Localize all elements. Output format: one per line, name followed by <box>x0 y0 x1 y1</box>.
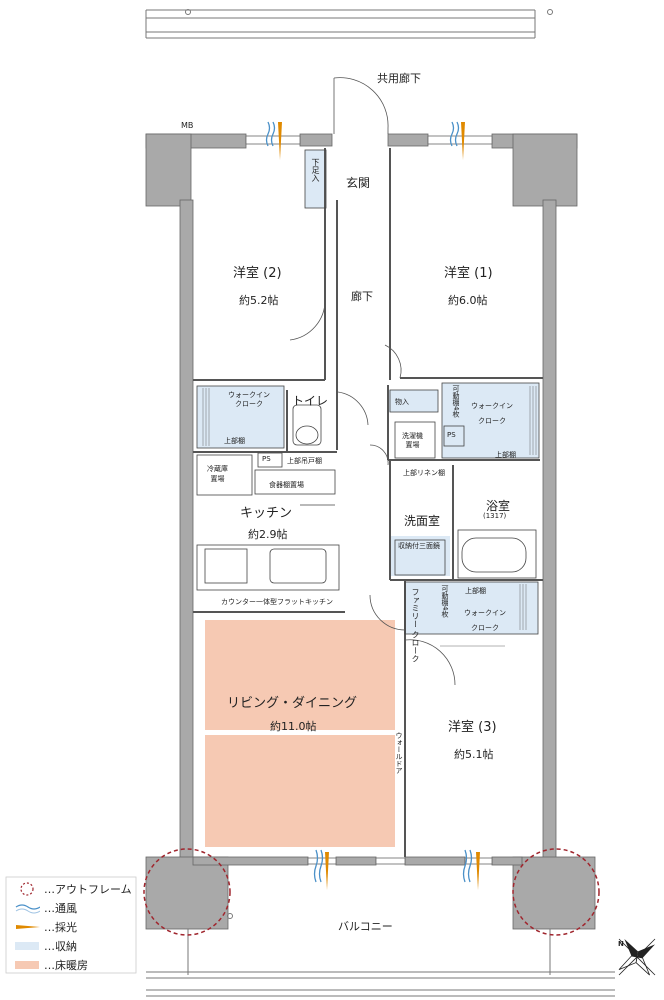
ps-a-label: PS <box>262 455 271 463</box>
upper-shelf-a-label: 上部棚 <box>224 437 245 445</box>
storage-areas <box>197 150 539 634</box>
bathroom-name: 浴室 <box>486 499 511 513</box>
legend-item-light: …採光 <box>14 919 77 935</box>
balcony-label: バルコニー <box>338 920 393 933</box>
living-dining-area: 約11.0帖 <box>270 720 317 733</box>
outframe-markers <box>143 848 600 936</box>
legend-text-storage: …収納 <box>44 940 77 953</box>
western-room-2-name: 洋室 (2) <box>233 266 282 281</box>
cupboard-space-label: 食器棚置場 <box>269 481 304 489</box>
western-room-1-name: 洋室 (1) <box>444 266 493 281</box>
light-icon <box>14 920 40 934</box>
legend-text-light: …採光 <box>44 921 77 934</box>
living-dining-name: リビング・ダイニング <box>227 696 358 711</box>
storage-swatch-icon <box>14 939 40 953</box>
vanity-storage-label: 収納付三面鏡 <box>398 542 440 550</box>
legend-text-floor-heating: …床暖房 <box>44 959 88 972</box>
walk-in-closet-a-label: ウォークイン クローク <box>228 391 270 408</box>
legend-item-storage: …収納 <box>14 938 77 954</box>
legend-frame <box>5 876 137 974</box>
walk-in-closet-b-label: ウォークイン クローク <box>471 402 513 425</box>
dashed-circle-icon <box>14 882 40 896</box>
legend-item-floor-heating: …床暖房 <box>14 957 88 973</box>
movable-shelf-b-label: 可動棚4枚 <box>452 385 460 418</box>
legend-text-outframe: …アウトフレーム <box>44 883 132 896</box>
legend-text-wind: …通風 <box>44 902 77 915</box>
outer-walls <box>145 133 596 930</box>
corridor-railing <box>145 9 553 39</box>
walk-in-closet-c-label: ウォークイン クローク <box>464 609 506 632</box>
hallway-label: 廊下 <box>351 290 373 303</box>
wall-door-label: ウォールドア <box>395 732 403 774</box>
movable-shelf-a-label: 可動棚4枚 <box>441 585 449 618</box>
fridge-space-label: 冷蔵庫 置場 <box>207 465 228 483</box>
closet-hatching <box>202 386 537 647</box>
daylight-icons <box>278 122 480 890</box>
ventilation-icons <box>265 121 473 883</box>
door-swings <box>289 77 456 686</box>
floor-heating-swatch-icon <box>14 958 40 972</box>
bathroom-size: (1317) <box>483 512 507 520</box>
kitchen-area: 約2.9帖 <box>248 528 288 541</box>
mb-label: MB <box>181 121 194 130</box>
family-cloak-label: ファミリー クローク <box>411 588 420 663</box>
storage-closet-label: 物入 <box>395 398 409 406</box>
compass-north-label: N <box>618 940 624 948</box>
compass-icon <box>618 938 656 976</box>
entrance-label: 玄関 <box>346 176 371 190</box>
legend-item-wind: …通風 <box>14 900 77 916</box>
common-corridor-label: 共用廊下 <box>377 72 421 85</box>
legend-item-outframe: …アウトフレーム <box>14 881 132 897</box>
toilet-upper-cabinet-label: 上部吊戸棚 <box>287 457 322 465</box>
western-room-3-name: 洋室 (3) <box>448 720 497 735</box>
ps-b-label: PS <box>447 431 456 439</box>
western-room-2-area: 約5.2帖 <box>239 294 279 307</box>
balcony-railing <box>146 913 615 997</box>
washroom-label: 洗面室 <box>404 514 441 528</box>
kitchen-name: キッチン <box>240 506 293 521</box>
floor-heating-area <box>205 620 395 847</box>
western-room-3-area: 約5.1帖 <box>454 748 494 761</box>
upper-shelf-b-label: 上部棚 <box>495 451 516 459</box>
shoe-box-label: 下足入 <box>311 158 320 182</box>
western-room-1-area: 約6.0帖 <box>448 294 488 307</box>
toilet-label: トイレ <box>292 394 329 408</box>
wind-icon <box>14 901 41 915</box>
fixture-lines <box>196 149 540 635</box>
upper-shelf-c-label: 上部棚 <box>465 587 486 595</box>
kitchen-type-label: カウンター一体型フラットキッチン <box>221 598 333 606</box>
washer-space-label: 洗濯機 置場 <box>402 432 423 449</box>
upper-linen-shelf-label: 上部リネン棚 <box>403 469 445 477</box>
